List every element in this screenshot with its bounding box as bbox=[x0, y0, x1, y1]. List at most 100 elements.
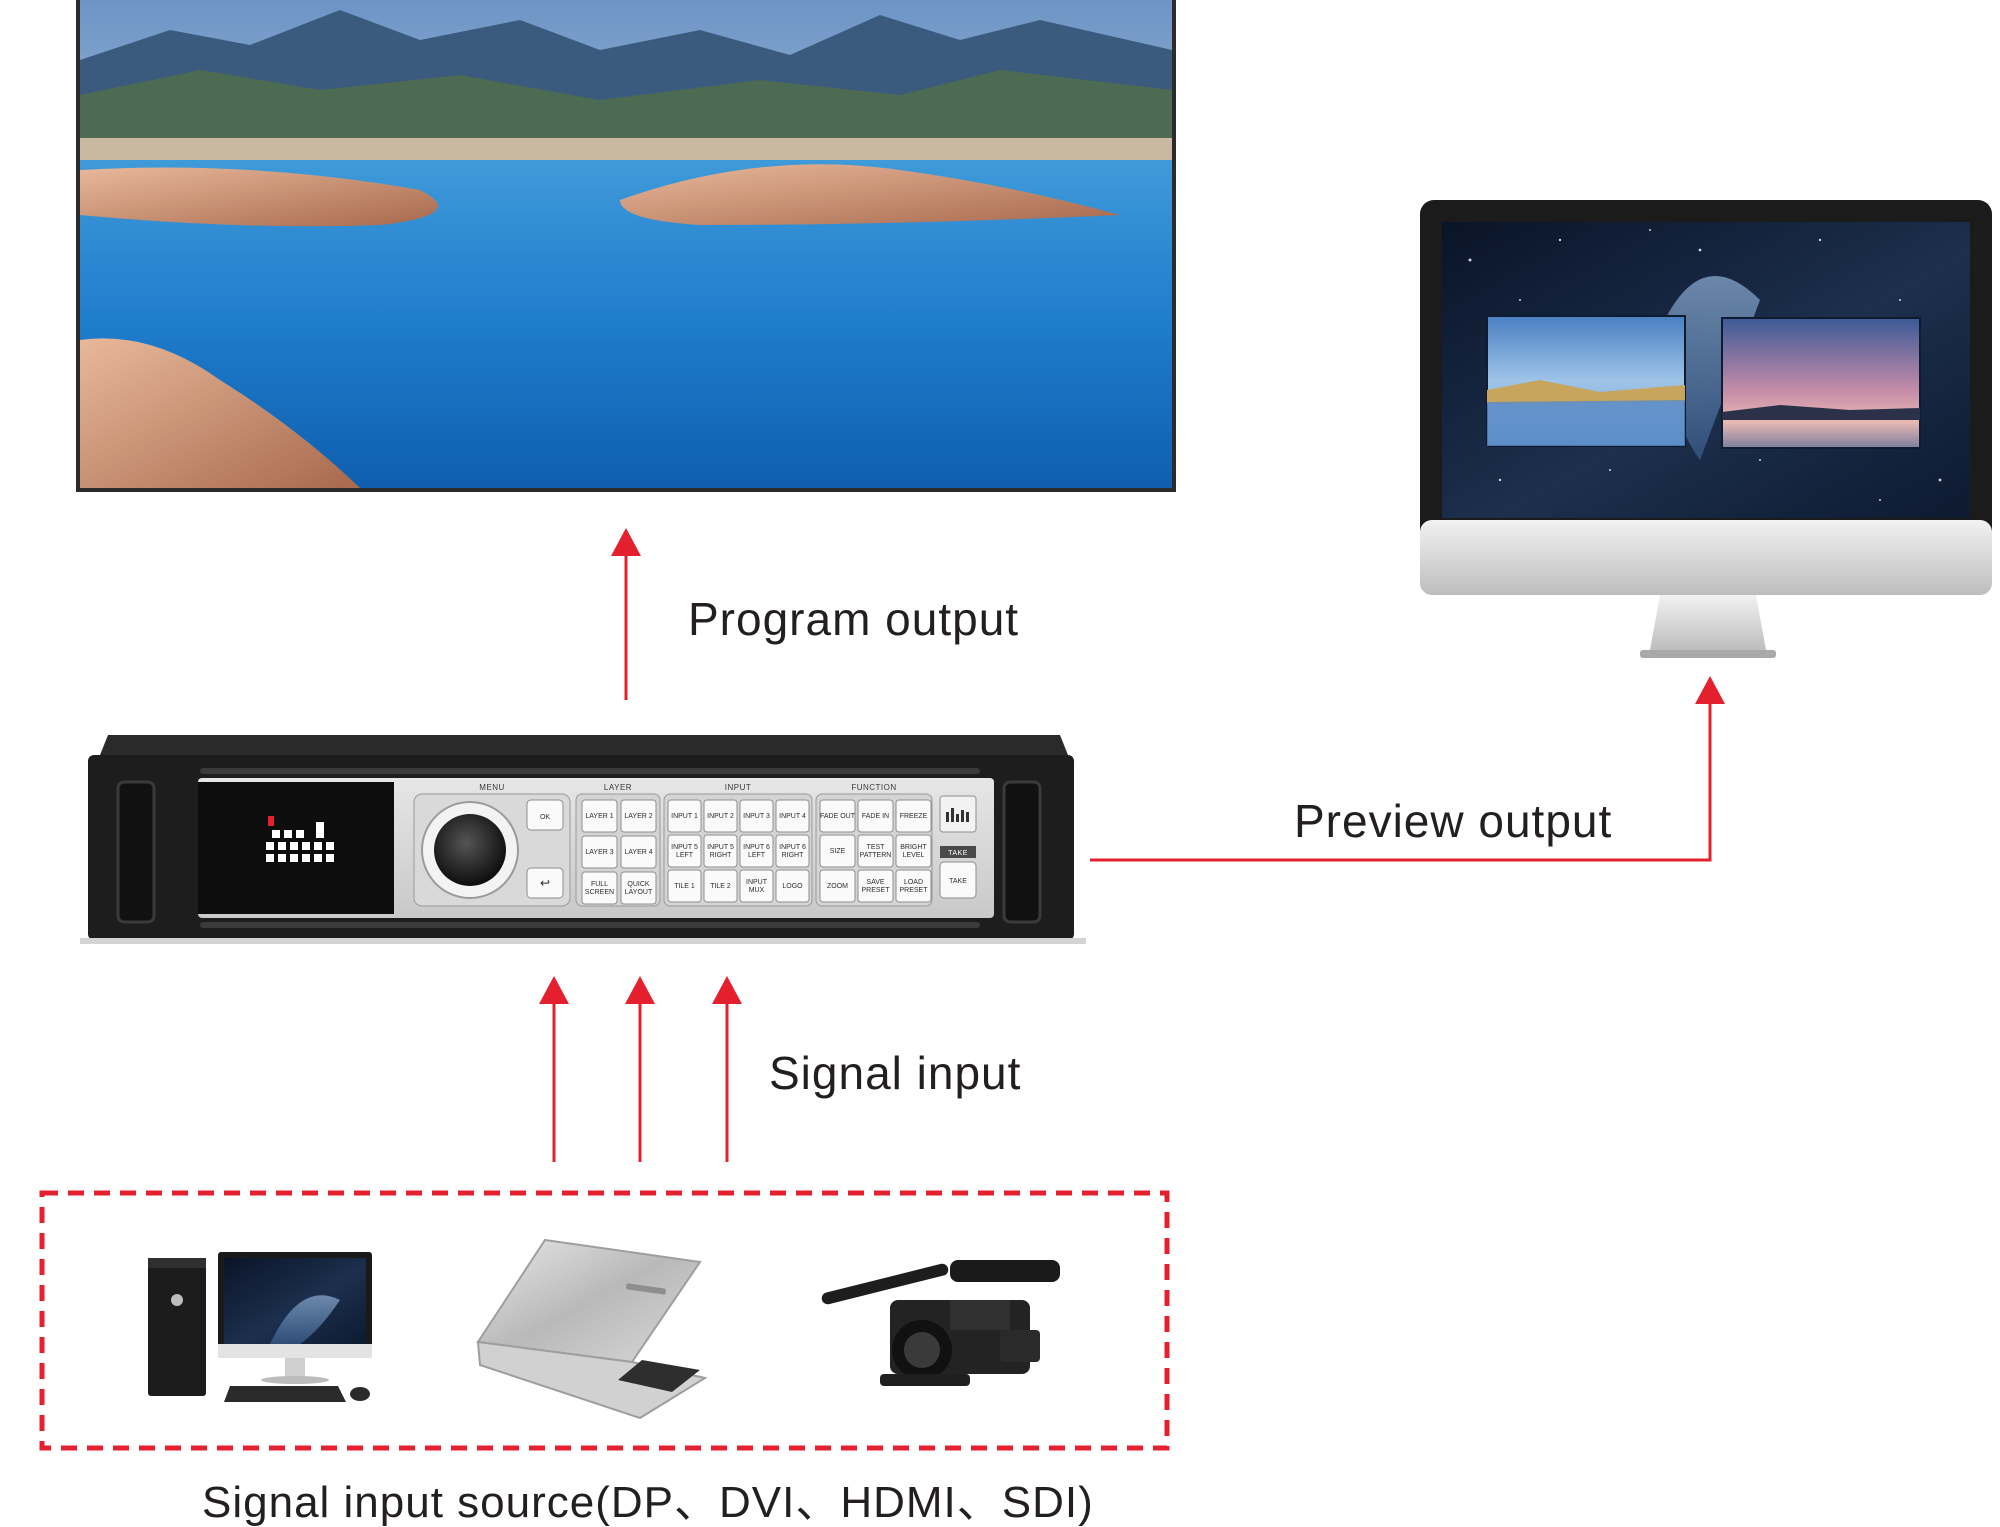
panel-key-button[interactable]: INPUT 3 bbox=[739, 799, 774, 833]
panel-key-label: INPUT 6 bbox=[779, 844, 806, 851]
panel-key-button[interactable]: INPUT 4 bbox=[775, 799, 810, 833]
signal-input-label: Signal input bbox=[769, 1047, 1022, 1099]
panel-key-label: PRESET bbox=[899, 887, 928, 894]
svg-text:TAKE: TAKE bbox=[949, 878, 967, 885]
panel-key-label: QUICK bbox=[627, 881, 650, 888]
panel-key-label: INPUT 5 bbox=[707, 844, 734, 851]
signal-input-source-label: Signal input source(DP、DVI、HDMI、SDI) bbox=[202, 1478, 1094, 1527]
menu-section: MENU OK ↩ bbox=[413, 783, 571, 907]
panel-key-label: INPUT bbox=[746, 879, 768, 886]
panel-key-button[interactable]: LAYER 4 bbox=[620, 835, 657, 869]
panel-key-label: FADE IN bbox=[862, 813, 889, 820]
menu-knob[interactable] bbox=[434, 814, 506, 886]
panel-key-label: SCREEN bbox=[585, 889, 614, 896]
lcd-screen bbox=[198, 782, 394, 914]
panel-key-label: LAYOUT bbox=[625, 889, 653, 896]
preview-monitor bbox=[1420, 200, 1992, 658]
take-header: TAKE bbox=[948, 850, 968, 857]
panel-key-label: LOGO bbox=[782, 883, 803, 890]
brand-logo-icon bbox=[266, 816, 334, 862]
menu-header: MENU bbox=[479, 783, 505, 792]
panel-key-label: PATTERN bbox=[860, 852, 892, 859]
panel-key-label: LAYER 3 bbox=[585, 849, 613, 856]
panel-key-button[interactable]: INPUT 2 bbox=[703, 799, 738, 833]
back-arrow-icon: ↩ bbox=[540, 876, 550, 890]
panel-key-button[interactable]: INPUT 1 bbox=[667, 799, 702, 833]
panel-key-button[interactable]: LAYER 2 bbox=[620, 799, 657, 833]
panel-key-label: FREEZE bbox=[900, 813, 928, 820]
panel-key-label: INPUT 4 bbox=[779, 813, 806, 820]
panel-key-button[interactable]: TILE 2 bbox=[703, 869, 738, 903]
function-header: FUNCTION bbox=[851, 783, 896, 792]
panel-key-label: INPUT 2 bbox=[707, 813, 734, 820]
panel-key-button[interactable]: ZOOM bbox=[819, 869, 856, 903]
preview-output-connector bbox=[1090, 676, 1725, 862]
panel-key-label: LAYER 2 bbox=[624, 813, 652, 820]
panel-key-label: LEVEL bbox=[903, 852, 925, 859]
input-header: INPUT bbox=[725, 783, 752, 792]
panel-key-label: LEFT bbox=[748, 852, 766, 859]
back-button[interactable]: ↩ bbox=[526, 867, 564, 899]
ok-button[interactable]: OK bbox=[526, 799, 564, 831]
panel-key-label: TEST bbox=[867, 844, 886, 851]
preview-window-1 bbox=[1486, 315, 1686, 447]
panel-key-label: LOAD bbox=[904, 879, 923, 886]
svg-text:OK: OK bbox=[540, 814, 550, 821]
panel-key-label: LAYER 1 bbox=[585, 813, 613, 820]
camcorder-icon bbox=[821, 1260, 1060, 1386]
signal-source-dashed-box bbox=[39, 1190, 1170, 1451]
panel-key-label: INPUT 6 bbox=[743, 844, 770, 851]
layer-section: LAYER LAYER 1 LAYER 2 LAYER 3 LAYER 4 FULLSC… bbox=[575, 783, 661, 907]
panel-logo-icon bbox=[946, 808, 969, 822]
panel-key-label: FULL bbox=[591, 881, 608, 888]
layer-header: LAYER bbox=[604, 783, 632, 792]
signal-input-arrows bbox=[539, 976, 742, 1162]
panel-key-label: LEFT bbox=[676, 852, 694, 859]
input-section: INPUT INPUT 1 INPUT 2 INPUT 3 INPUT 4 INPUT … bbox=[663, 783, 813, 907]
panel-key-label: RIGHT bbox=[782, 852, 805, 859]
panel-key-label: LAYER 4 bbox=[624, 849, 652, 856]
panel-key-label: INPUT 3 bbox=[743, 813, 770, 820]
panel-key-button[interactable]: SIZE bbox=[819, 834, 856, 868]
panel-key-label: MUX bbox=[749, 887, 765, 894]
panel-key-button[interactable]: TILE 1 bbox=[667, 869, 702, 903]
program-output-arrow bbox=[611, 528, 641, 700]
panel-key-label: ZOOM bbox=[827, 883, 848, 890]
desktop-pc-icon bbox=[148, 1252, 372, 1402]
panel-key-label: SIZE bbox=[830, 848, 846, 855]
led-wall-display bbox=[76, 0, 1176, 492]
panel-key-button[interactable]: LAYER 1 bbox=[581, 799, 618, 833]
laptop-icon bbox=[476, 1238, 708, 1420]
panel-key-label: RIGHT bbox=[710, 852, 733, 859]
panel-key-label: INPUT 1 bbox=[671, 813, 698, 820]
panel-key-button[interactable]: LOGO bbox=[775, 869, 810, 903]
take-button[interactable]: TAKE bbox=[939, 861, 977, 899]
panel-key-label: FADE OUT bbox=[820, 813, 856, 820]
panel-key-button[interactable]: FADE IN bbox=[857, 799, 894, 833]
panel-key-label: PRESET bbox=[861, 887, 890, 894]
panel-key-button[interactable]: LAYER 3 bbox=[581, 835, 618, 869]
function-section: FUNCTION FADE OUT FADE IN FREEZE SIZE TESTPA… bbox=[815, 783, 933, 907]
preview-window-2 bbox=[1721, 317, 1921, 449]
panel-key-label: TILE 1 bbox=[674, 883, 695, 890]
panel-key-label: BRIGHT bbox=[900, 844, 927, 851]
program-output-label: Program output bbox=[688, 593, 1020, 645]
panel-key-button[interactable]: FREEZE bbox=[895, 799, 932, 833]
panel-key-button[interactable]: FADE OUT bbox=[819, 799, 856, 833]
panel-key-label: INPUT 5 bbox=[671, 844, 698, 851]
preview-output-label: Preview output bbox=[1294, 795, 1613, 847]
panel-key-label: TILE 2 bbox=[710, 883, 731, 890]
